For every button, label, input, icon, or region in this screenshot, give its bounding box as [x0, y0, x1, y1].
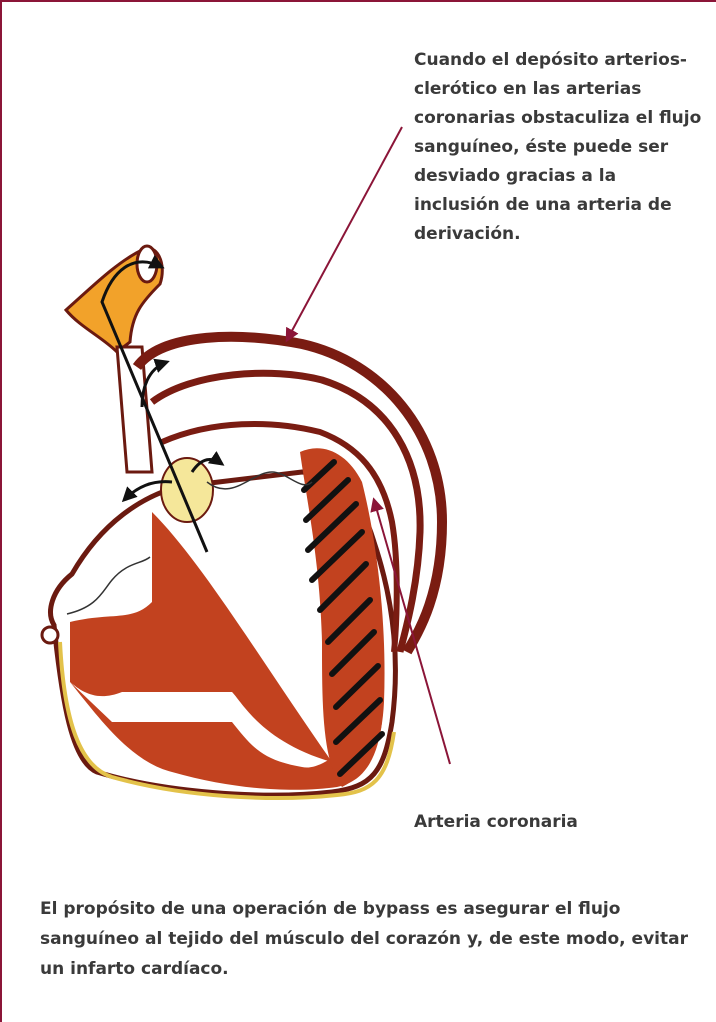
aortic-valve	[161, 458, 213, 522]
coronary-artery-label: Arteria coronaria	[414, 808, 614, 837]
vessel-cross-section	[42, 627, 58, 643]
figure-caption: El propósito de una operación de bypass …	[40, 894, 705, 984]
bypass-explanation: Cuando el depósito arterios-clerótico en…	[414, 46, 704, 249]
pointer-to-bypass	[287, 127, 402, 340]
